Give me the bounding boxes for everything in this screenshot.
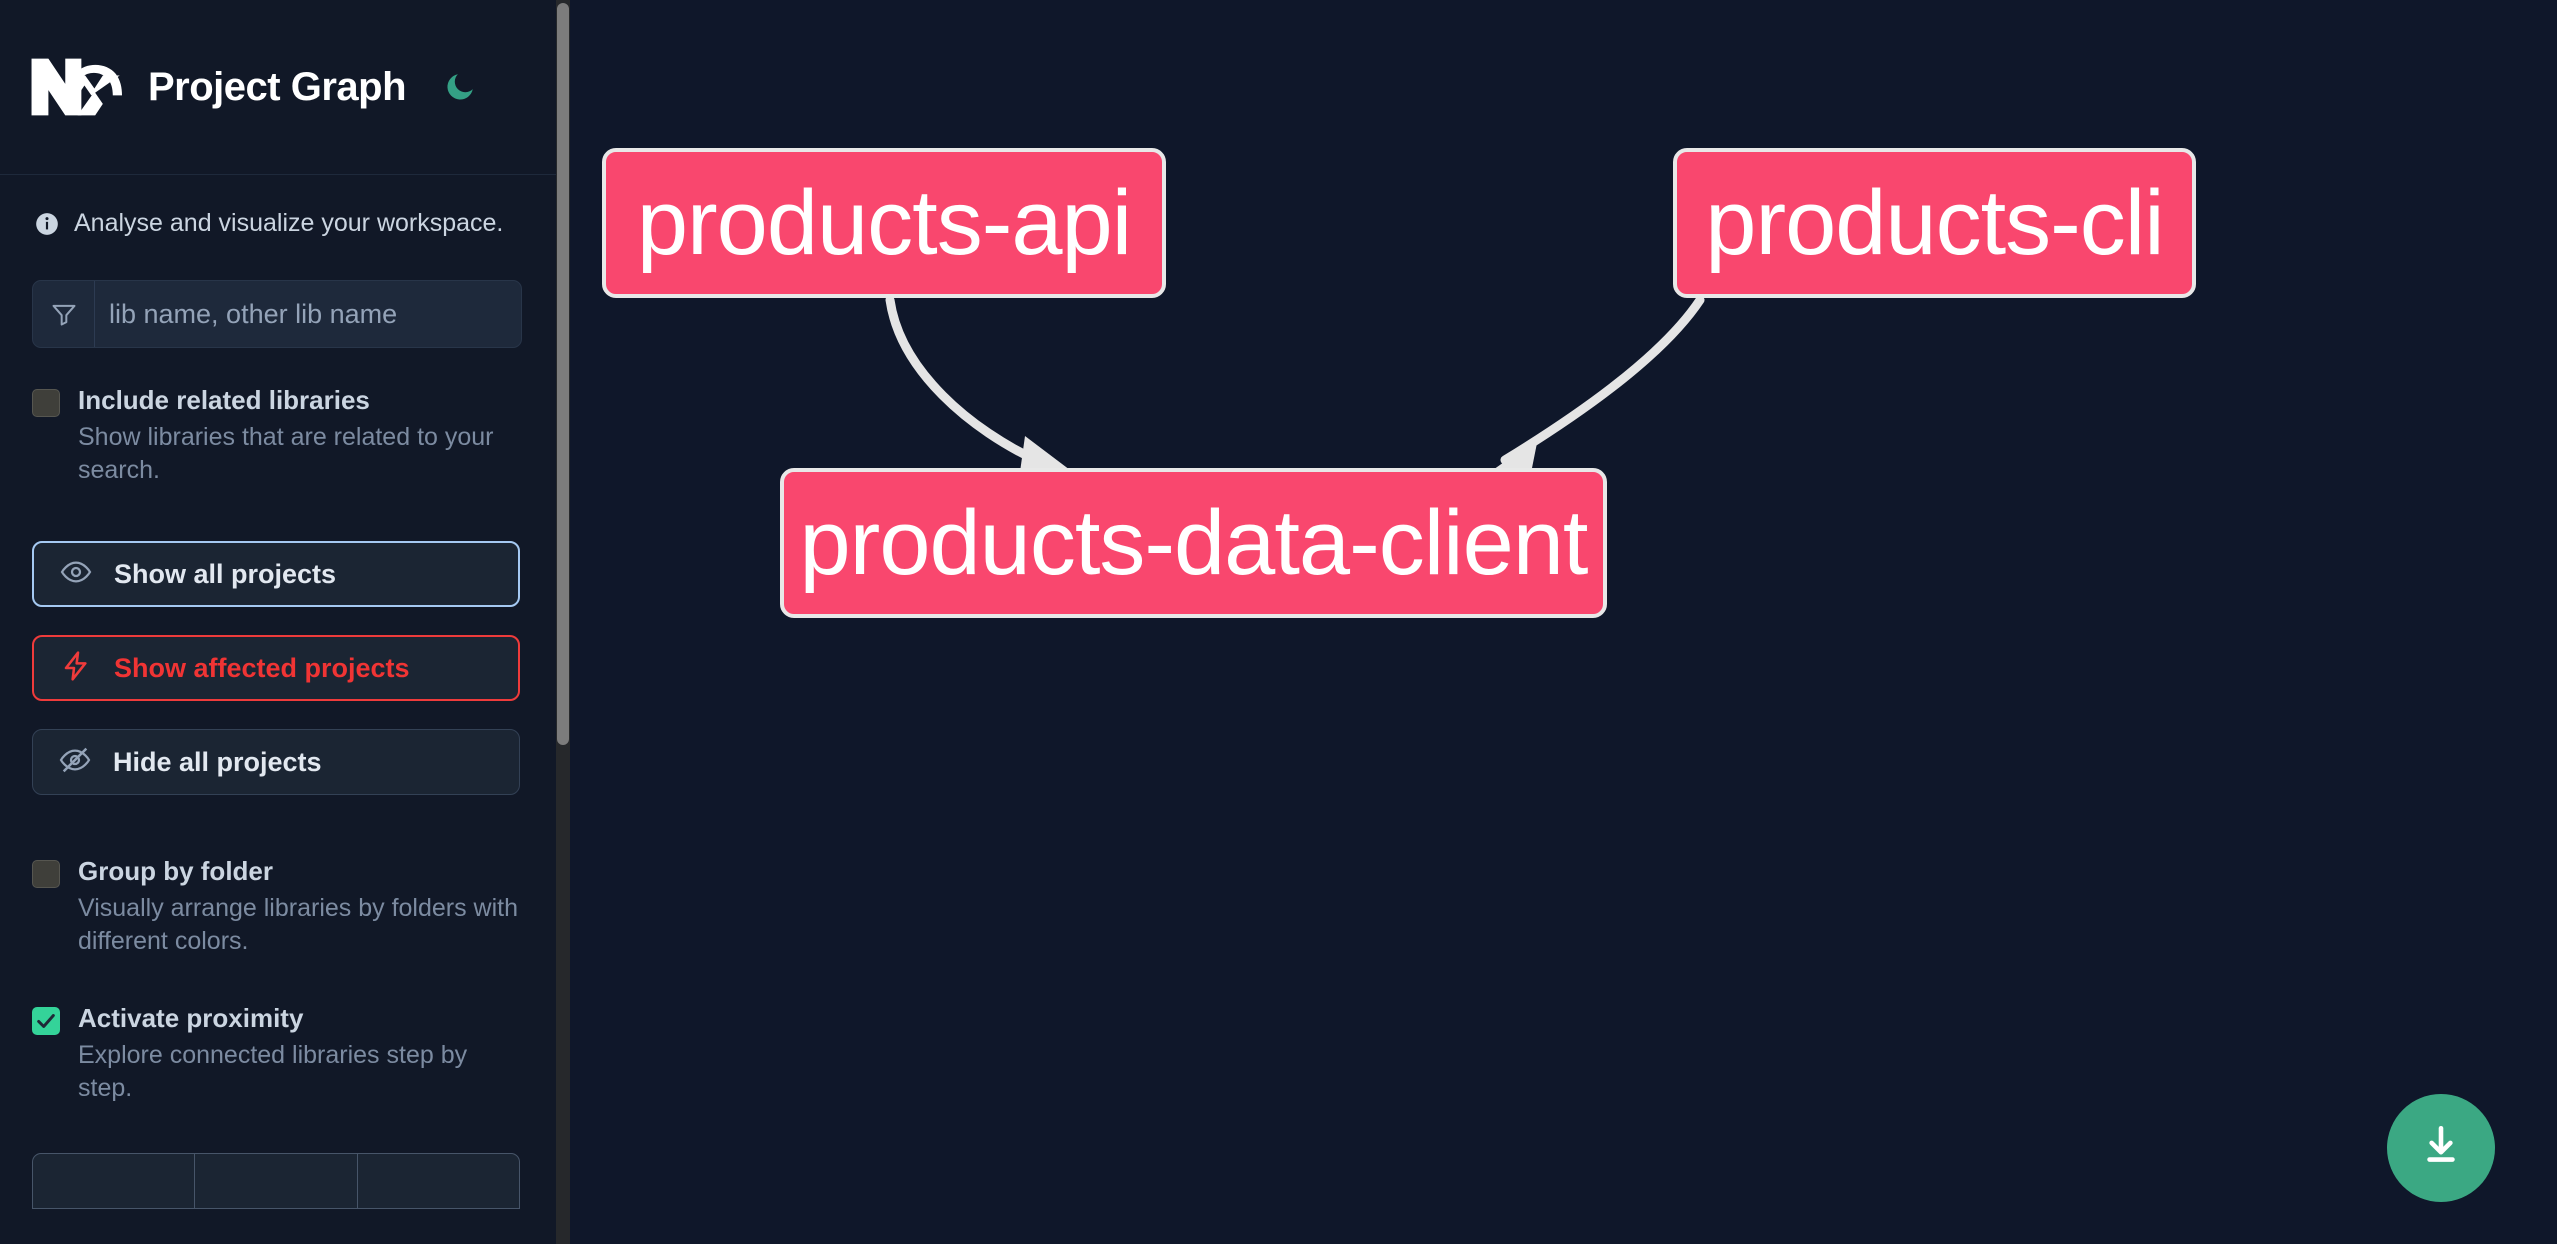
include-related-libraries-label: Include related libraries	[78, 385, 370, 415]
sidebar: Project Graph Analyse and visualize your…	[0, 0, 570, 1244]
graph-node-products-cli[interactable]: products-cli	[1673, 148, 2196, 298]
sidebar-scrollbar-track[interactable]	[556, 0, 570, 1244]
segment-decrease[interactable]	[33, 1154, 196, 1208]
group-by-folder-checkbox[interactable]	[32, 860, 60, 888]
option-include-related-libraries[interactable]: Include related libraries Show libraries…	[0, 384, 556, 487]
proximity-depth-segmented-control[interactable]	[32, 1153, 520, 1209]
graph-node-products-api[interactable]: products-api	[602, 148, 1166, 298]
hide-all-projects-button[interactable]: Hide all projects	[32, 729, 520, 795]
page-title: Project Graph	[148, 64, 407, 109]
graph-node-label: products-api	[636, 171, 1132, 274]
option-activate-proximity[interactable]: Activate proximity Explore connected lib…	[0, 1002, 556, 1105]
segment-increase[interactable]	[358, 1154, 519, 1208]
graph-node-label: products-cli	[1705, 171, 2164, 274]
group-by-folder-description: Visually arrange libraries by folders wi…	[78, 893, 519, 955]
include-related-libraries-description: Show libraries that are related to your …	[78, 422, 494, 484]
sidebar-scroll-content: Project Graph Analyse and visualize your…	[0, 0, 570, 1244]
edge-products-cli-to-products-data-client	[1490, 295, 1705, 478]
segment-value[interactable]	[195, 1154, 358, 1208]
search-input[interactable]	[95, 281, 521, 347]
show-all-projects-button[interactable]: Show all projects	[32, 541, 520, 607]
graph-node-label: products-data-client	[799, 491, 1589, 594]
show-all-projects-label: Show all projects	[114, 558, 337, 589]
edge-products-api-to-products-data-client	[885, 295, 1070, 472]
sidebar-scrollbar-thumb[interactable]	[557, 3, 569, 745]
show-affected-projects-button[interactable]: Show affected projects	[32, 635, 520, 701]
download-icon	[2416, 1121, 2466, 1176]
option-group-by-folder[interactable]: Group by folder Visually arrange librari…	[0, 855, 556, 958]
filter-icon	[33, 281, 95, 347]
activate-proximity-description: Explore connected libraries step by step…	[78, 1040, 468, 1102]
search-field[interactable]	[32, 280, 522, 348]
info-icon	[34, 211, 60, 237]
tagline-text: Analyse and visualize your workspace.	[74, 209, 504, 237]
moon-icon[interactable]	[440, 67, 480, 107]
group-by-folder-label: Group by folder	[78, 856, 273, 886]
sidebar-header: Project Graph	[0, 0, 556, 175]
nx-logo	[30, 57, 122, 117]
show-affected-projects-label: Show affected projects	[114, 652, 410, 683]
graph-canvas[interactable]: products-api products-cli products-data-…	[570, 0, 2557, 1244]
eye-icon	[60, 556, 92, 593]
include-related-libraries-checkbox[interactable]	[32, 389, 60, 417]
hide-all-projects-label: Hide all projects	[113, 746, 322, 777]
graph-node-products-data-client[interactable]: products-data-client	[780, 468, 1607, 618]
workspace-tagline: Analyse and visualize your workspace.	[0, 175, 556, 238]
lightning-bolt-icon	[60, 650, 92, 687]
activate-proximity-checkbox[interactable]	[32, 1007, 60, 1035]
check-icon	[37, 1014, 55, 1028]
activate-proximity-label: Activate proximity	[78, 1003, 304, 1033]
eye-off-icon	[59, 744, 91, 781]
download-image-button[interactable]	[2387, 1094, 2495, 1202]
